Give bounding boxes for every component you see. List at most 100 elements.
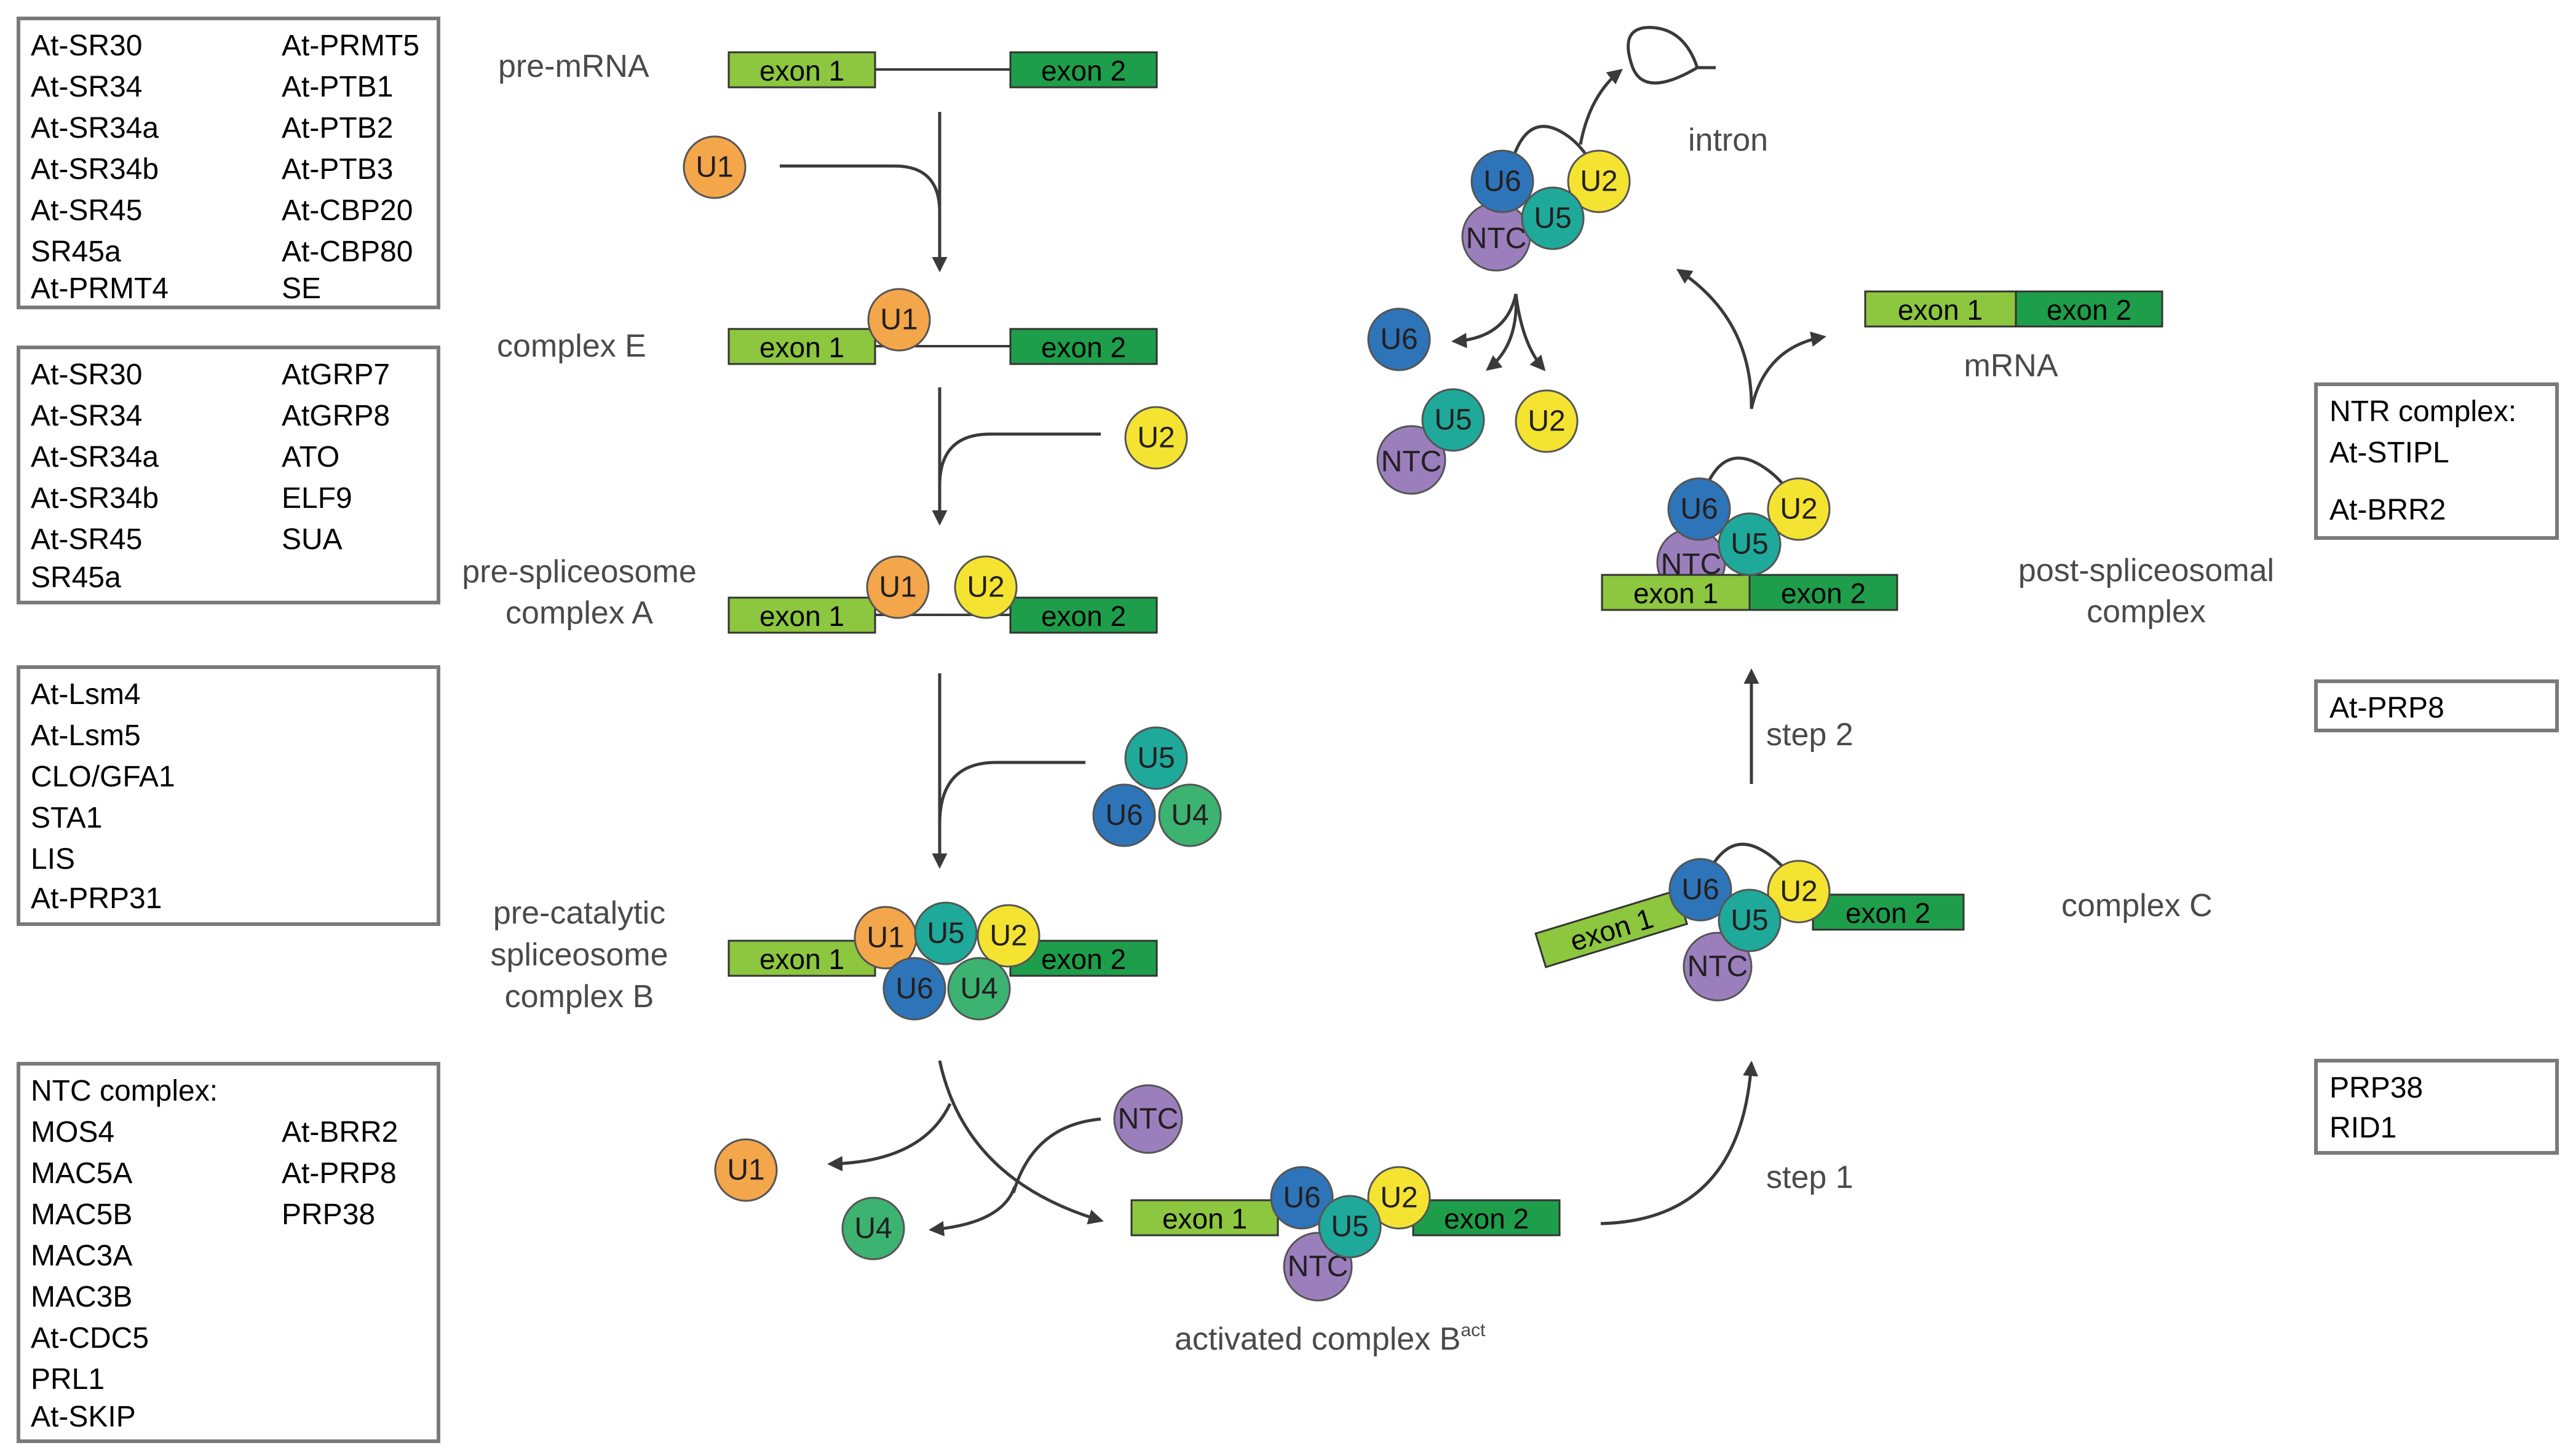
box1-item: SE (282, 272, 321, 305)
stage-label-step2: step 2 (1766, 717, 1853, 753)
box1-item: At-SR34b (31, 153, 159, 186)
arrow-b-to-bact (938, 1060, 1104, 1225)
arrow-u2-join (938, 432, 1101, 486)
arrow-u1-join (780, 164, 942, 213)
u1-label: U1 (727, 1154, 764, 1187)
exon1 (727, 51, 876, 89)
box3-item: LIS (31, 843, 75, 876)
box4-item: At-SKIP (31, 1401, 136, 1433)
box3-item: At-PRP31 (31, 882, 162, 915)
u2-label: U2 (1137, 422, 1175, 454)
arrow-u1-release (827, 1102, 952, 1172)
right-box1-line: At-BRR2 (2329, 494, 2446, 526)
u1-label: U1 (880, 304, 918, 336)
right-box-prp8: At-PRP8 (2314, 679, 2559, 732)
stage-label-complex-e: complex E (497, 328, 646, 364)
exon1-label: exon 1 (1633, 577, 1718, 609)
right-box-ntr: NTR complex: At-STIPL At-BRR2 (2314, 382, 2559, 540)
right-box3-line: PRP38 (2329, 1072, 2423, 1104)
exon2-label: exon 2 (1041, 943, 1126, 975)
u6-label: U6 (1483, 165, 1521, 198)
box4-item: MAC3B (31, 1281, 132, 1313)
box2-item: AtGRP7 (282, 358, 390, 391)
u5-label: U5 (1731, 904, 1768, 937)
box4-item: At-CDC5 (31, 1322, 149, 1355)
box2-item: At-SR34b (31, 482, 159, 515)
exon2-label: exon 2 (2047, 294, 2131, 326)
free-u1: U1 (683, 135, 747, 199)
u5-label: U5 (1731, 528, 1768, 561)
box3-item: STA1 (31, 802, 102, 834)
exon2-label: exon 2 (1444, 1203, 1529, 1235)
u1-label: U1 (879, 571, 916, 604)
u2-label: U2 (967, 571, 1004, 604)
ntc-label: NTC (1466, 223, 1527, 255)
box2-item: At-SR45 (31, 523, 142, 556)
box4-item: MOS4 (31, 1116, 114, 1149)
box4-item: At-PRP8 (282, 1157, 397, 1190)
right-box-prp38: PRP38 RID1 (2314, 1059, 2559, 1155)
u4-label: U4 (960, 973, 997, 1005)
flow-arrows (780, 68, 1826, 1236)
stage-label-mrna: mRNA (1964, 348, 2058, 384)
box4-item: PRL1 (31, 1363, 105, 1396)
arrow-tri-join (938, 761, 1085, 825)
released-u4: U4 (841, 1197, 905, 1260)
box3-item: At-Lsm5 (31, 719, 141, 752)
right-box3-line: RID1 (2329, 1112, 2397, 1144)
box2-item: At-SR34 (31, 400, 142, 432)
exon1-label: exon 1 (759, 943, 844, 975)
u5-label: U5 (927, 917, 964, 950)
exon2-label: exon 2 (1846, 897, 1930, 929)
arrow-intron-release (1579, 68, 1623, 145)
stage-label-pre-mrna: pre-mRNA (498, 49, 649, 84)
arrow-to-mrna (1750, 331, 1826, 410)
pre-mrna: exon 1 exon 2 (727, 51, 1158, 89)
box1-item: At-PTB1 (282, 71, 393, 103)
complex-bact: exon 1 exon 2 NTC U6 U2 U5 (1130, 1166, 1561, 1302)
exon2-label: exon 2 (1041, 600, 1126, 632)
u4-label: U4 (854, 1213, 892, 1245)
intron-lariat (1627, 26, 1716, 85)
box1-item: At-PTB2 (282, 112, 393, 144)
arrow-u4-release (929, 1186, 1017, 1236)
released-u6: U6 (1367, 307, 1431, 371)
exon1-label: exon 1 (1898, 294, 1983, 326)
stage-label-intron: intron (1688, 122, 1768, 158)
u6-label: U6 (1283, 1182, 1320, 1214)
u5-label: U5 (1137, 742, 1175, 775)
box4-header: NTC complex: (31, 1075, 218, 1107)
stage-label-complex-c: complex C (2061, 888, 2213, 924)
post-spliceosomal-complex: NTC exon 1 exon 2 U6 U2 U5 (1601, 456, 1898, 611)
left-box-1: At-SR30 At-SR34 At-SR34a At-SR34b At-SR4… (17, 17, 440, 309)
stage-label-post: complex (2087, 594, 2206, 630)
left-box-3: At-Lsm4 At-Lsm5 CLO/GFA1 STA1 LIS At-PRP… (17, 665, 440, 926)
right-box1-line: At-STIPL (2329, 437, 2449, 469)
box1-item: At-SR34 (31, 71, 142, 103)
left-box-2: At-SR30 At-SR34 At-SR34a At-SR34b At-SR4… (17, 346, 440, 604)
u6-label: U6 (1380, 323, 1417, 356)
u5-label: U5 (1434, 404, 1472, 437)
u6-label: U6 (1681, 874, 1719, 906)
free-tri-snrnp: U5 U6 U4 (1092, 726, 1222, 847)
u2-label: U2 (1780, 493, 1817, 526)
arrow-to-intron-complex (1676, 269, 1753, 410)
free-u2: U2 (1124, 406, 1188, 470)
ntc-label: NTC (1381, 446, 1442, 478)
box1-item: At-PRMT4 (31, 272, 168, 305)
ntc-label: NTC (1118, 1103, 1179, 1136)
box1-item: At-SR45 (31, 194, 142, 227)
box2-item: ELF9 (282, 482, 352, 515)
stage-label-step1: step 1 (1766, 1160, 1853, 1195)
u6-label: U6 (1680, 493, 1718, 526)
bact-sup: act (1461, 1320, 1486, 1340)
stage-label-bact: activated complex Bact (1175, 1320, 1486, 1357)
box2-item: At-SR30 (31, 358, 142, 391)
u2-label: U2 (989, 920, 1027, 952)
u2-label: U2 (1580, 165, 1617, 198)
u4-label: U4 (1171, 799, 1208, 832)
box1-item: At-SR30 (31, 30, 142, 62)
exon2-label: exon 2 (1041, 55, 1126, 87)
u6-label: U6 (1105, 799, 1143, 832)
